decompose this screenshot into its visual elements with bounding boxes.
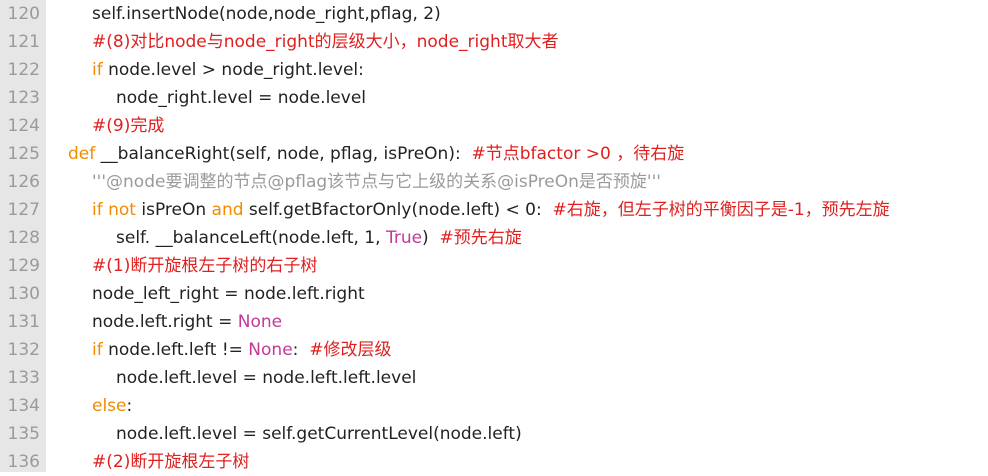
line-number: 136 <box>7 452 40 472</box>
comment-token: #预先右旋 <box>439 228 522 248</box>
line-number: 133 <box>7 368 40 388</box>
code-text: #(9)完成 <box>92 112 164 140</box>
code-line[interactable]: 123 node_right.level = node.level <box>0 84 988 112</box>
code-line[interactable]: 131 node.left.right = None <box>0 308 988 336</box>
code-token: : <box>292 340 310 360</box>
line-number: 123 <box>7 88 40 108</box>
code-token: node.left.right = <box>92 312 238 332</box>
line-number: 121 <box>7 32 40 52</box>
code-text: node_left_right = node.left.right <box>92 280 365 308</box>
code-text: node_right.level = node.level <box>116 84 366 112</box>
code-text: '''@node要调整的节点@pflag该节点与它上级的关系@isPreOn是否… <box>92 168 661 196</box>
comment-token: #(9)完成 <box>92 116 165 136</box>
keyword-token: not <box>108 200 136 220</box>
line-number: 130 <box>7 284 40 304</box>
code-line[interactable]: 133 node.left.level = node.left.left.leve… <box>0 364 988 392</box>
code-token: node.level > node_right.level: <box>102 60 364 80</box>
code-text: self. __balanceLeft(node.left, 1, True) … <box>116 224 522 252</box>
comment-token: #(2)断开旋根左子树 <box>92 452 250 472</box>
constant-token: True <box>385 228 423 248</box>
code-text: #(8)对比node与node_right的层级大小，node_right取大者 <box>92 28 559 56</box>
docstring-token: '''@node要调整的节点@pflag该节点与它上级的关系@isPreOn是否… <box>92 172 661 192</box>
line-number: 128 <box>7 228 40 248</box>
line-number: 122 <box>7 60 40 80</box>
constant-token: None <box>237 312 283 332</box>
code-token: node.left.level = node.left.left.level <box>116 368 417 388</box>
code-line[interactable]: 121 #(8)对比node与node_right的层级大小，node_right… <box>0 28 988 56</box>
line-number: 132 <box>7 340 40 360</box>
code-line[interactable]: 135 node.left.level = self.getCurrentLeve… <box>0 420 988 448</box>
code-text: node.left.level = self.getCurrentLevel(n… <box>116 420 522 448</box>
keyword-token: if <box>92 340 103 360</box>
code-token: node_right.level = node.level <box>116 88 367 108</box>
comment-token: #右旋，但左子树的平衡因子是-1，预先左旋 <box>552 200 890 220</box>
comment-token: #(8)对比node与node_right的层级大小，node_right取大者 <box>92 32 559 52</box>
code-token: self.insertNode(node,node_right,pflag, 2… <box>92 4 441 24</box>
code-text: if not isPreOn and self.getBfactorOnly(n… <box>92 196 890 224</box>
code-token: node.left.left != <box>102 340 249 360</box>
constant-token: None <box>248 340 293 360</box>
line-number: 127 <box>7 200 40 220</box>
code-token: isPreOn <box>135 200 212 220</box>
keyword-token: and <box>211 200 244 220</box>
code-line[interactable]: 129 #(1)断开旋根左子树的右子树 <box>0 252 988 280</box>
keyword-token: if <box>92 60 103 80</box>
code-text: node.left.right = None <box>92 308 282 336</box>
line-number: 135 <box>7 424 40 444</box>
comment-token: #修改层级 <box>309 340 392 360</box>
code-line[interactable]: 124 #(9)完成 <box>0 112 988 140</box>
code-line[interactable]: 128 self. __balanceLeft(node.left, 1, Tru… <box>0 224 988 252</box>
code-line[interactable]: 134 else: <box>0 392 988 420</box>
line-number: 125 <box>7 144 40 164</box>
code-text: #(1)断开旋根左子树的右子树 <box>92 252 317 280</box>
code-line[interactable]: 120 self.insertNode(node,node_right,pflag… <box>0 0 988 28</box>
keyword-token: else <box>92 396 127 416</box>
comment-token: #节点bfactor >0 ，待右旋 <box>471 144 685 164</box>
comment-token: #(1)断开旋根左子树的右子树 <box>92 256 318 276</box>
code-token: ) <box>422 228 440 248</box>
code-token: self. __balanceLeft(node.left, 1, <box>116 228 386 248</box>
keyword-token: def <box>68 144 96 164</box>
code-line[interactable]: 126 '''@node要调整的节点@pflag该节点与它上级的关系@isPreO… <box>0 168 988 196</box>
code-token: __balanceRight(self, node, pflag, isPreO… <box>95 144 472 164</box>
code-line[interactable]: 127 if not isPreOn and self.getBfactorOnl… <box>0 196 988 224</box>
line-number: 120 <box>7 4 40 24</box>
line-number: 134 <box>7 396 40 416</box>
keyword-token: if <box>92 200 103 220</box>
line-number-gutter <box>0 0 46 472</box>
code-token: : <box>126 396 133 416</box>
line-number: 126 <box>7 172 40 192</box>
code-text: #(2)断开旋根左子树 <box>92 448 249 476</box>
line-number: 129 <box>7 256 40 276</box>
code-line[interactable]: 136 #(2)断开旋根左子树 <box>0 448 988 476</box>
code-line[interactable]: 122 if node.level > node_right.level: <box>0 56 988 84</box>
code-line[interactable]: 125 def __balanceRight(self, node, pflag,… <box>0 140 988 168</box>
code-line[interactable]: 130 node_left_right = node.left.right <box>0 280 988 308</box>
code-line[interactable]: 132 if node.left.left != None: #修改层级 <box>0 336 988 364</box>
line-number: 131 <box>7 312 40 332</box>
code-text: self.insertNode(node,node_right,pflag, 2… <box>92 0 441 28</box>
code-text: if node.left.left != None: #修改层级 <box>92 336 391 364</box>
code-text: if node.level > node_right.level: <box>92 56 364 84</box>
code-token: node_left_right = node.left.right <box>92 284 365 304</box>
code-text: node.left.level = node.left.left.level <box>116 364 416 392</box>
line-number: 124 <box>7 116 40 136</box>
code-token: node.left.level = self.getCurrentLevel(n… <box>116 424 522 444</box>
code-token: self.getBfactorOnly(node.left) < 0: <box>243 200 553 220</box>
code-text: def __balanceRight(self, node, pflag, is… <box>68 140 684 168</box>
code-text: else: <box>92 392 132 420</box>
